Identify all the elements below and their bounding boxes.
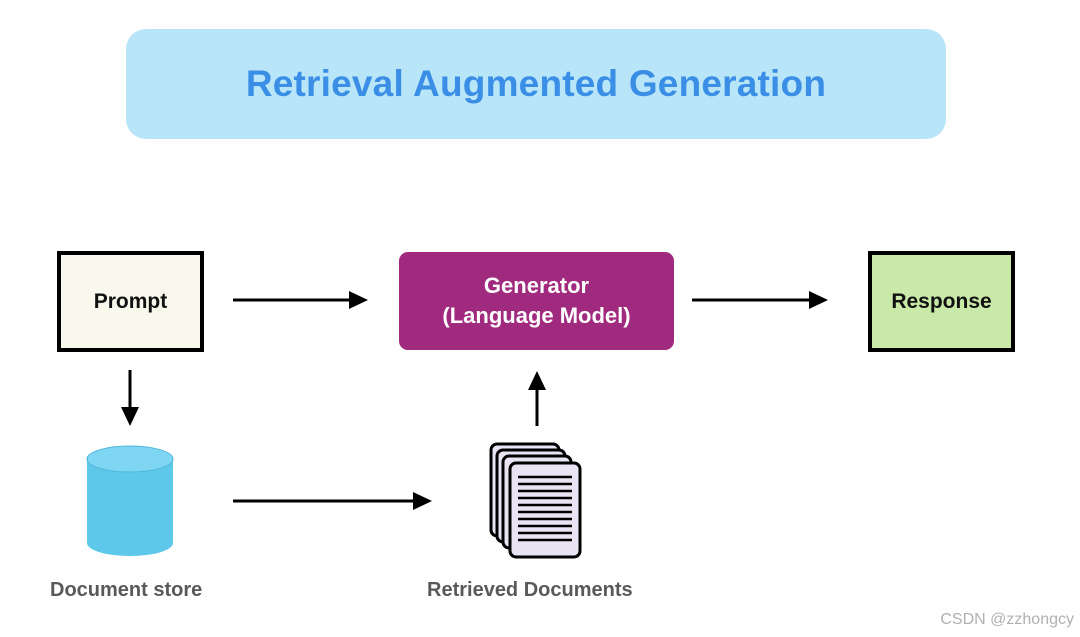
title-banner: Retrieval Augmented Generation	[126, 29, 946, 139]
database-cylinder-icon	[86, 445, 174, 556]
arrow-prompt-to-document-store	[121, 370, 139, 426]
response-label: Response	[891, 289, 992, 313]
prompt-label: Prompt	[93, 289, 168, 313]
watermark: CSDN @zzhongcy	[940, 611, 1074, 628]
retrieved-documents-label: Retrieved Documents	[427, 579, 633, 601]
document-stack-icon	[489, 442, 582, 559]
document-store-label: Document store	[50, 579, 203, 601]
arrow-generator-to-response	[692, 291, 828, 309]
prompt-node: Prompt	[57, 251, 204, 352]
arrow-store-to-retrieved	[233, 492, 432, 510]
response-node: Response	[868, 251, 1015, 352]
generator-label-line2: (Language Model)	[442, 303, 631, 328]
arrow-prompt-to-generator	[233, 291, 368, 309]
arrow-retrieved-to-generator	[528, 371, 546, 426]
generator-label-line1: Generator	[483, 273, 590, 298]
generator-node: Generator (Language Model)	[399, 252, 674, 350]
diagram-title: Retrieval Augmented Generation	[245, 63, 827, 104]
